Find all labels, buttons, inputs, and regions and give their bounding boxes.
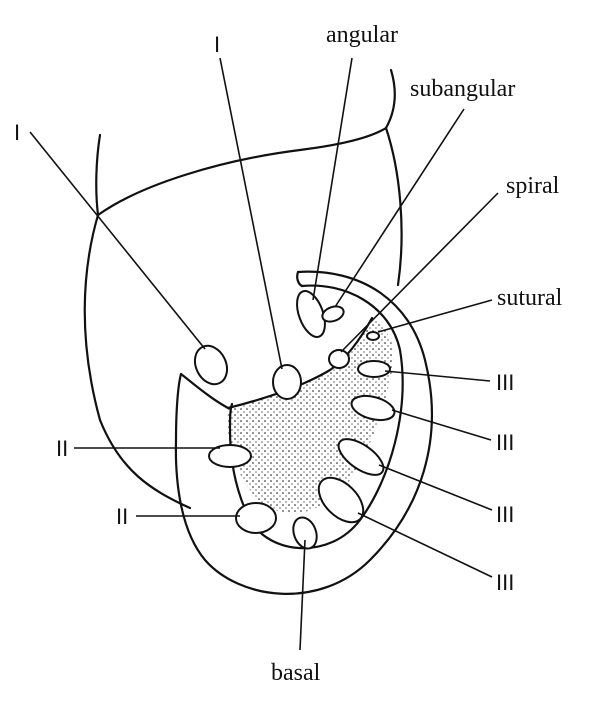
leader-basal <box>299 539 306 651</box>
label-basal: basal <box>271 660 321 686</box>
inner-aperture-lip <box>228 284 404 550</box>
tooth-palatal-III-1 <box>357 360 391 378</box>
label-III-1: III <box>496 370 514 395</box>
tooth-spiral <box>328 349 350 369</box>
shell-right-edge <box>384 126 403 287</box>
tooth-basal <box>292 516 318 550</box>
leader-I-top <box>219 57 283 370</box>
label-II-upper: II <box>56 436 68 461</box>
leader-III-2 <box>391 409 492 441</box>
tooth-palatal-III-4 <box>317 476 365 524</box>
label-II-lower: II <box>116 504 128 529</box>
leader-III-1 <box>384 370 491 382</box>
leader-I-left <box>29 131 206 350</box>
tooth-angular <box>296 290 326 338</box>
tooth-columellar-II-lower <box>235 502 277 534</box>
shell-outline-left-edge <box>83 133 192 510</box>
label-III-2: III <box>496 430 514 455</box>
leader-angular <box>312 57 353 301</box>
tooth-subangular <box>321 305 345 323</box>
palatal-upper-edge <box>296 270 304 288</box>
leader-subangular <box>334 108 465 308</box>
label-I-top: I <box>214 32 220 57</box>
tooth-palatal-III-3 <box>337 438 385 476</box>
leader-III-4 <box>357 512 493 578</box>
tooth-upper-left-I <box>193 344 229 386</box>
label-I-left: I <box>14 120 20 145</box>
leader-sutural <box>377 299 493 333</box>
columellar-notch <box>179 372 230 410</box>
tooth-palatal-III-2 <box>350 394 396 422</box>
label-III-4: III <box>496 570 514 595</box>
outer-lip <box>174 270 433 595</box>
tooth-columellar-II-upper <box>208 444 252 468</box>
leader-spiral <box>340 192 499 353</box>
label-sutural: sutural <box>497 285 563 311</box>
label-subangular: subangular <box>410 76 515 102</box>
tooth-sutural <box>366 331 380 341</box>
leader-III-3 <box>378 464 493 511</box>
tooth-parietal-I <box>272 364 302 400</box>
shell-upper-right-edge <box>384 68 396 130</box>
shell-body-whorl-suture <box>96 126 388 217</box>
label-III-3: III <box>496 502 514 527</box>
label-angular: angular <box>326 22 398 48</box>
label-spiral: spiral <box>506 173 560 199</box>
parietal-edge <box>226 316 374 410</box>
